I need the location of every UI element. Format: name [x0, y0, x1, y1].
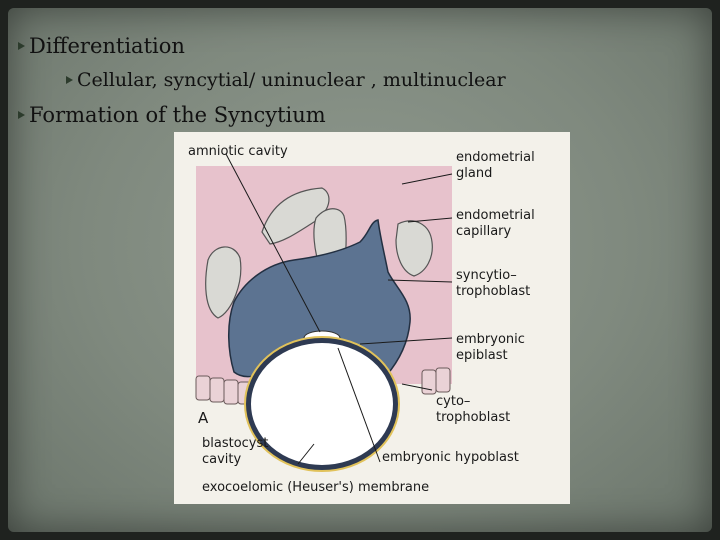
- diagram-drawing: [195, 153, 453, 472]
- label-embryonic-epiblast: embryonic epiblast: [456, 332, 525, 363]
- bullet-text: Formation of the Syncytium: [29, 103, 326, 127]
- label-blastocyst-cavity: blastocyst cavity: [202, 436, 269, 467]
- label-cytotrophoblast: cyto– trophoblast: [436, 394, 511, 425]
- bullet-cellular: Cellular, syncytial/ uninuclear , multin…: [66, 69, 506, 91]
- syncytium-diagram: amniotic cavity endometrial gland endome…: [174, 132, 570, 504]
- bullet-arrow-icon: [18, 42, 25, 50]
- cytotrophoblast-ring: [244, 336, 400, 472]
- panel-letter: A: [198, 409, 209, 427]
- bullet-formation-syncytium: Formation of the Syncytium: [18, 103, 326, 127]
- bullet-text: Differentiation: [29, 34, 185, 58]
- label-endometrial-capillary: endometrial capillary: [456, 208, 535, 239]
- bullet-text: Cellular, syncytial/ uninuclear , multin…: [77, 69, 506, 91]
- label-amniotic-cavity: amniotic cavity: [188, 144, 288, 159]
- blastocyst-cavity-space: [245, 337, 399, 471]
- label-endometrial-gland: endometrial gland: [456, 150, 535, 181]
- label-exocoelomic-membrane: exocoelomic (Heuser's) membrane: [202, 480, 430, 495]
- bullet-arrow-icon: [18, 111, 25, 119]
- label-embryonic-hypoblast: embryonic hypoblast: [382, 450, 519, 465]
- label-syncytiotrophoblast: syncytio– trophoblast: [456, 268, 531, 299]
- bullet-differentiation: Differentiation: [18, 34, 185, 58]
- bullet-arrow-icon: [66, 76, 73, 84]
- pointer-lines: [225, 153, 453, 465]
